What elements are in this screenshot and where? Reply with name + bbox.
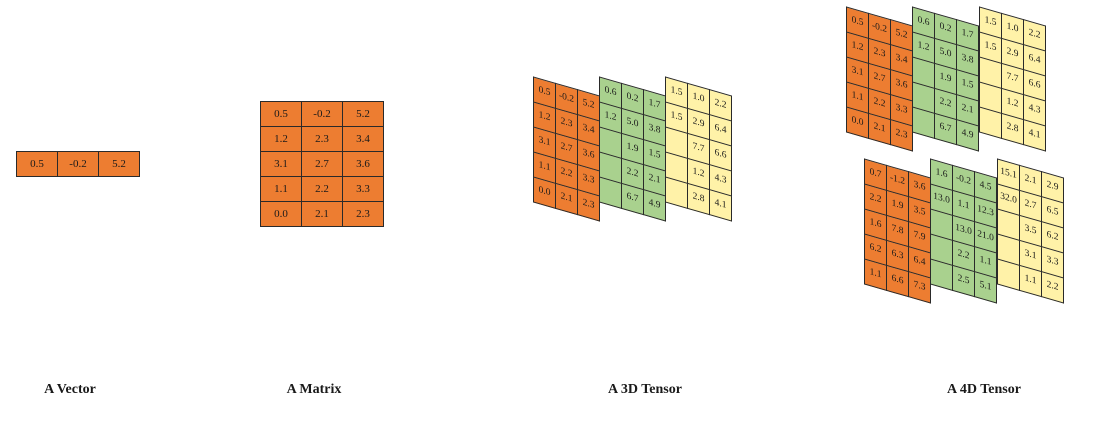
tensor3d-caption: A 3D Tensor xyxy=(608,382,682,397)
grid-cell: 2.3 xyxy=(342,201,384,227)
grid-cell: 2.7 xyxy=(301,151,343,177)
grid-cell: 2.2 xyxy=(1041,271,1064,303)
grid-cell: 3.6 xyxy=(342,151,384,177)
grid-cell: 3.3 xyxy=(342,176,384,202)
grid-cell: 3.1 xyxy=(260,151,302,177)
grid-cell: 2.1 xyxy=(868,113,891,145)
grid-cell xyxy=(930,259,953,291)
grid-cell: 1.1 xyxy=(260,176,302,202)
grid-cell: 1.1 xyxy=(1019,265,1042,297)
grid-cell: 2.1 xyxy=(555,183,578,215)
grid-cell: 5.2 xyxy=(342,101,384,127)
grid-cell: 0.0 xyxy=(260,201,302,227)
grid-cell: 2.8 xyxy=(1001,113,1024,145)
grid-cell: -0.2 xyxy=(301,101,343,127)
grid-cell: 1.1 xyxy=(864,259,887,291)
grid-cell xyxy=(912,107,935,139)
grid-cell: 2.8 xyxy=(687,183,710,215)
grid-cell: 4.1 xyxy=(1023,119,1046,151)
grid-cell: 6.7 xyxy=(934,113,957,145)
grid-cell: 5.2 xyxy=(98,151,140,177)
grid-cell: 0.5 xyxy=(16,151,58,177)
grid-cell xyxy=(979,107,1002,139)
grid-cell: 6.6 xyxy=(886,265,909,297)
grid-cell: 5.1 xyxy=(974,271,997,303)
tensor4d-caption: A 4D Tensor xyxy=(947,382,1021,397)
grid-cell: 0.5 xyxy=(260,101,302,127)
grid-cell: -0.2 xyxy=(57,151,99,177)
grid-cell: 2.3 xyxy=(890,119,913,151)
grid-cell: 4.1 xyxy=(709,189,732,221)
grid-cell: 2.3 xyxy=(301,126,343,152)
grid-cell: 6.7 xyxy=(621,183,644,215)
grid-cell: 0.0 xyxy=(533,177,556,209)
grid-cell: 4.9 xyxy=(956,119,979,151)
grid-cell: 1.2 xyxy=(260,126,302,152)
grid-cell: 4.9 xyxy=(643,189,666,221)
grid-cell: 3.4 xyxy=(342,126,384,152)
grid-cell: 2.1 xyxy=(301,201,343,227)
vector-caption: A Vector xyxy=(44,382,96,397)
grid-cell xyxy=(997,259,1020,291)
grid-cell xyxy=(599,177,622,209)
grid-cell: 0.0 xyxy=(846,107,869,139)
matrix-caption: A Matrix xyxy=(286,382,342,397)
grid-cell: 7.3 xyxy=(908,271,931,303)
grid-cell: 2.5 xyxy=(952,265,975,297)
grid-cell: 2.3 xyxy=(577,189,600,221)
grid-cell xyxy=(665,177,688,209)
grid-cell: 2.2 xyxy=(301,176,343,202)
